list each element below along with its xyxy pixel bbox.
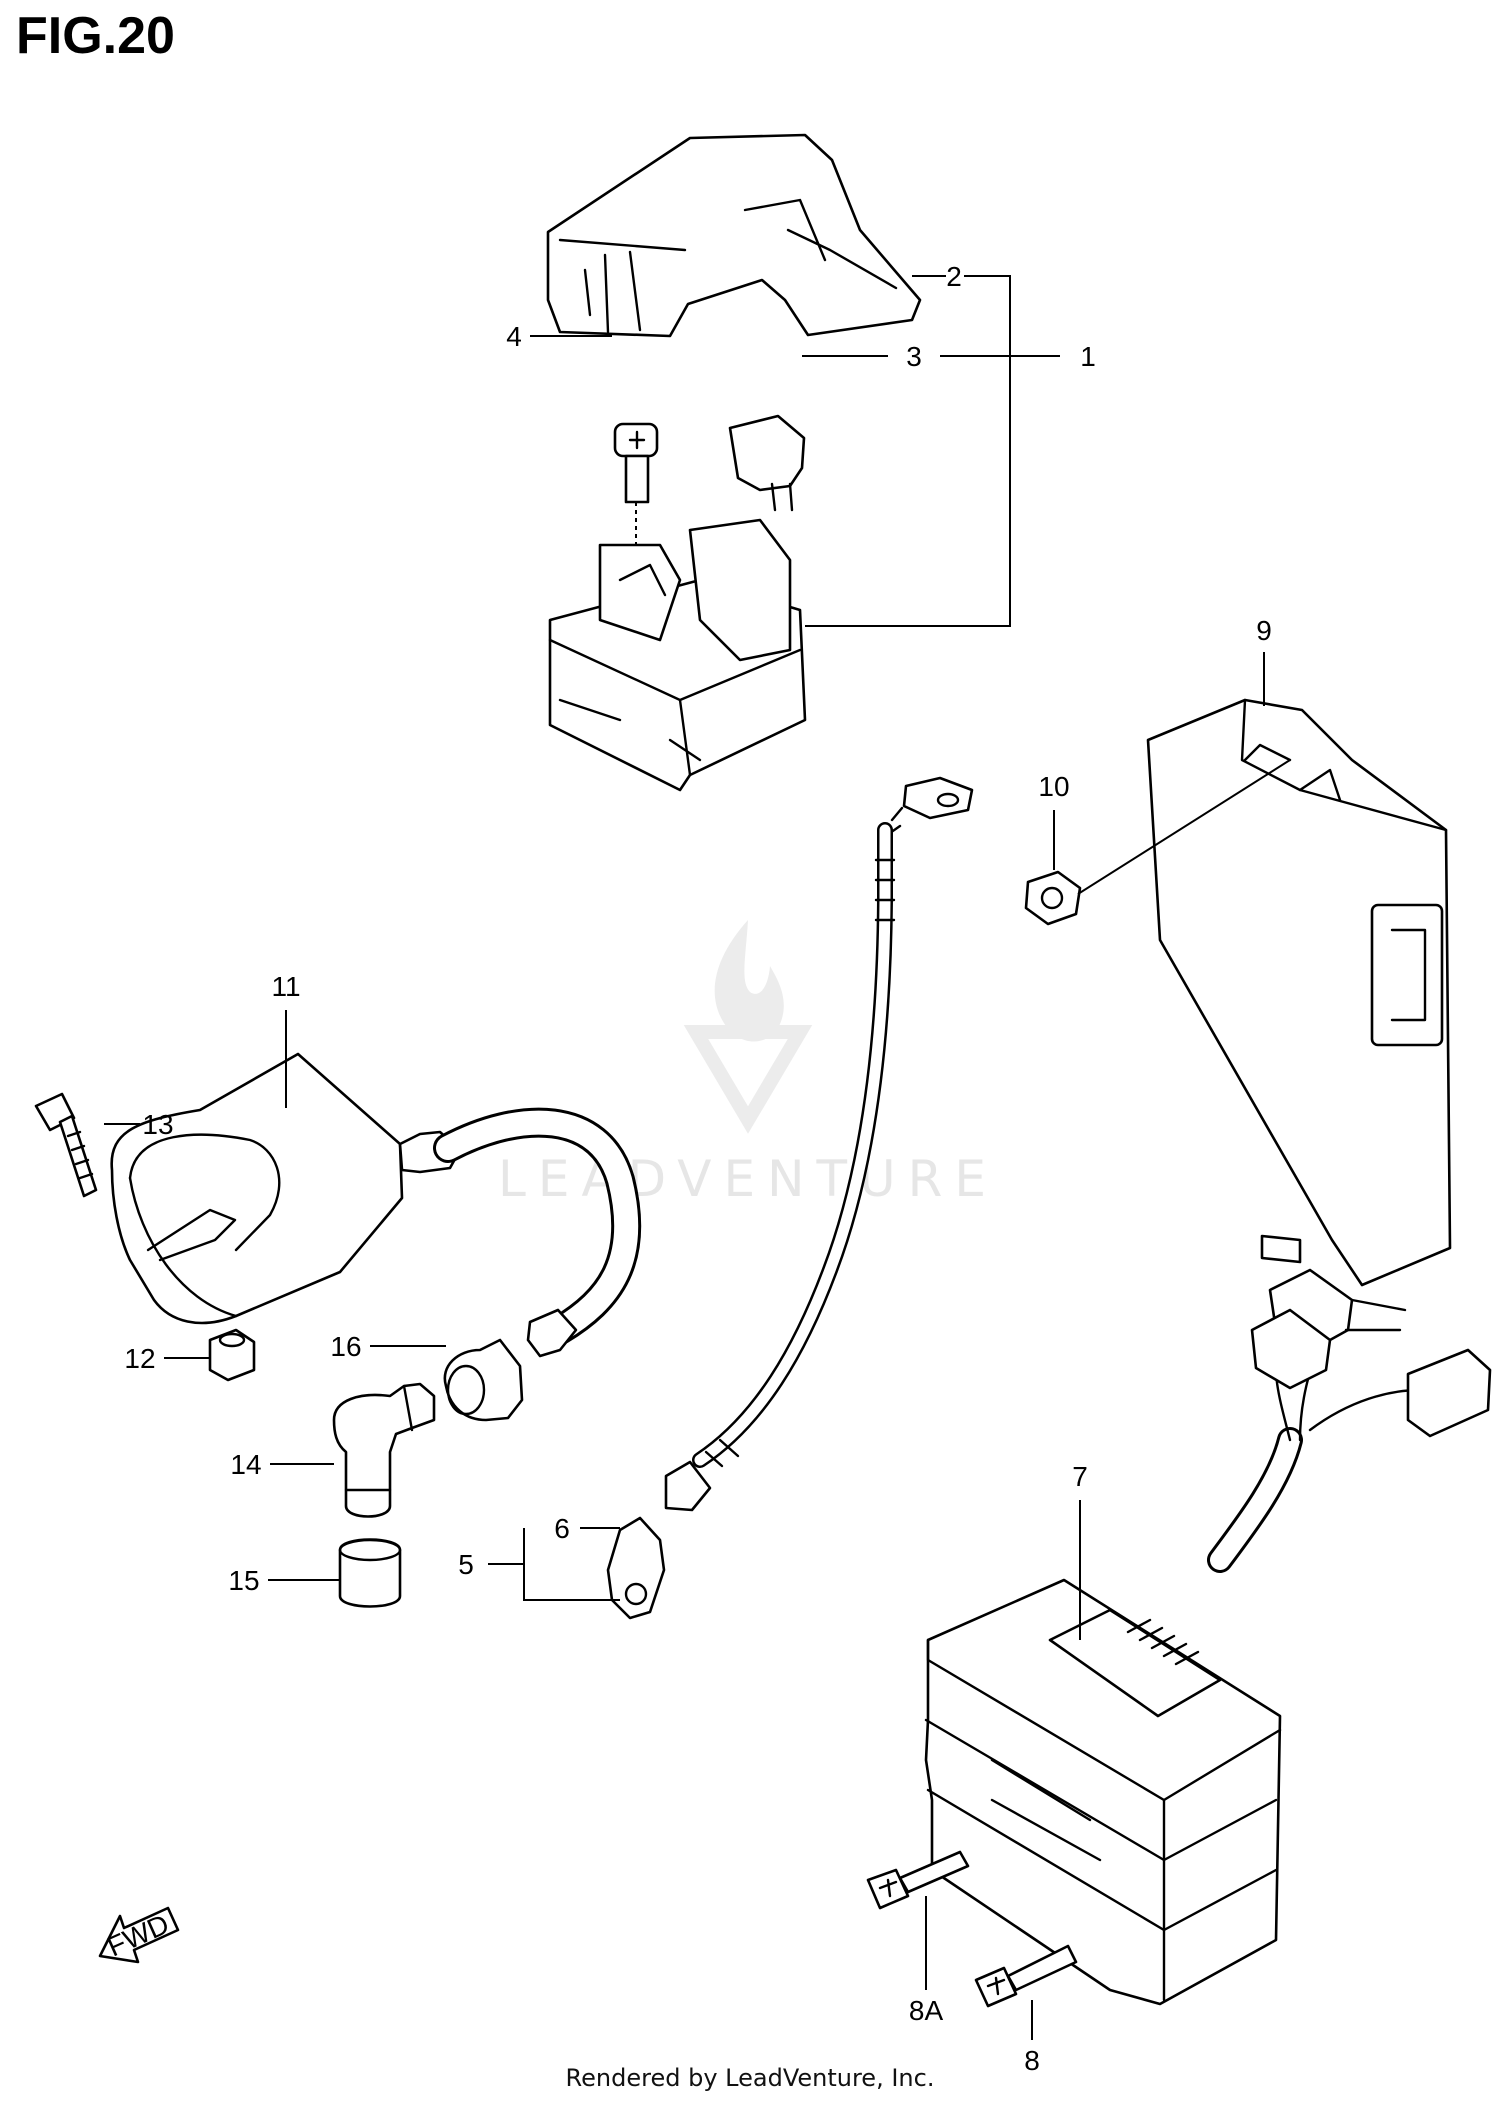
leader-lines: [104, 275, 1265, 2040]
callout-11: 11: [271, 971, 300, 1002]
part-7-regulator-rectifier: [924, 1268, 1492, 2006]
part-13-coil-bolt: [34, 1092, 98, 1198]
callout-1: 1: [1080, 341, 1096, 372]
figure-title: FIG.20: [16, 7, 175, 65]
fwd-arrow-icon: FWD: [98, 1906, 180, 1964]
part-10-nut: [1024, 759, 1291, 926]
part-14-spark-plug-cap: [332, 1382, 436, 1518]
callout-3: 3: [906, 341, 922, 372]
part-16-plug-cap-seal: [443, 1338, 524, 1422]
callout-13: 13: [142, 1109, 173, 1140]
watermark-text: LEADVENTURE: [498, 1150, 998, 1208]
callout-16: 16: [330, 1331, 361, 1362]
part-1-starter-relay: [548, 518, 807, 792]
callout-12: 12: [124, 1343, 155, 1374]
callout-6: 6: [554, 1513, 570, 1544]
part-6-battery-cable: [606, 776, 974, 1620]
part-3-fuse: [728, 414, 806, 512]
callout-8: 8: [1024, 2045, 1040, 2076]
part-8-bolt: [974, 1944, 1078, 2008]
footer-credit: Rendered by LeadVenture, Inc.: [565, 2064, 935, 2092]
part-2-relay-cover: [546, 133, 922, 338]
part-11-ignition-coil: [110, 1052, 642, 1358]
callout-14: 14: [230, 1449, 261, 1480]
callout-5: 5: [458, 1549, 474, 1580]
part-4-screw: [613, 422, 659, 560]
callout-10: 10: [1038, 771, 1069, 802]
part-15-plug-cap-cover: [338, 1538, 402, 1608]
fwd-label: FWD: [103, 1908, 174, 1962]
callouts: 2 1 3 4 9 10 11 13 12 16 14 15 6 5 7 8A …: [124, 261, 1271, 2076]
callout-4: 4: [506, 321, 522, 352]
callout-2: 2: [946, 261, 962, 292]
part-12-coil-spacer: [208, 1328, 256, 1382]
part-9-cdi-unit: [1146, 698, 1452, 1287]
callout-8a: 8A: [909, 1995, 944, 2026]
callout-9: 9: [1256, 615, 1272, 646]
watermark-flame-logo: [683, 920, 813, 1134]
callout-7: 7: [1072, 1461, 1088, 1492]
part-8a-bolt: [866, 1850, 970, 1910]
watermark: LEADVENTURE: [498, 920, 998, 1208]
callout-15: 15: [228, 1565, 259, 1596]
